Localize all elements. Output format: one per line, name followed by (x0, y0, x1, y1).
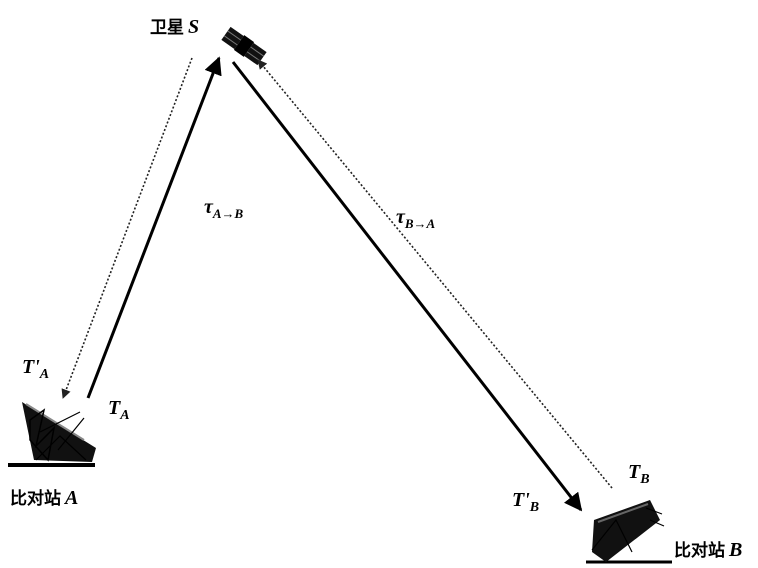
uplink-b-arrow (257, 59, 613, 489)
satellite-label-cn: 卫星 (150, 18, 184, 38)
station-b-receive-time-label: T'B (512, 489, 539, 515)
station-b-tprime-sym: T' (512, 489, 530, 511)
satellite-icon (221, 26, 267, 66)
station-b-t-sym: T (628, 461, 641, 483)
station-b-label-cn: 比对站 (674, 541, 725, 561)
station-a-label-sym: A (65, 487, 79, 509)
uplink-a-arrow (86, 56, 222, 399)
delay-a-to-b-sym: τ (204, 196, 213, 218)
satellite-label-sym: S (188, 16, 200, 38)
delay-a-to-b-label: τA→B (204, 196, 243, 220)
station-a-label: 比对站 A (10, 488, 78, 508)
station-a-t-sym: T (108, 397, 121, 419)
satellite-label: 卫星 S (150, 17, 199, 37)
station-b-t-sub: B (640, 472, 650, 487)
delay-b-to-a-sym: τ (396, 206, 405, 228)
station-b-label-sym: B (729, 539, 743, 561)
station-b-send-time-label: TB (628, 461, 650, 487)
station-a-receive-time-label: T'A (22, 356, 49, 382)
station-b-dish-icon (586, 500, 672, 564)
station-a-dish-icon (8, 402, 96, 467)
delay-a-to-b-sub: A→B (212, 206, 244, 221)
station-b-tprime-sub: B (529, 500, 540, 515)
station-a-send-time-label: TA (108, 397, 130, 423)
downlink-b-arrow (231, 61, 583, 512)
station-b-label: 比对站 B (674, 540, 742, 560)
station-a-t-sub: A (120, 408, 130, 423)
delay-b-to-a-label: τB→A (396, 206, 435, 230)
station-a-tprime-sym: T' (22, 356, 40, 378)
station-a-label-cn: 比对站 (10, 489, 61, 509)
delay-b-to-a-sub: B→A (404, 216, 436, 231)
station-a-tprime-sub: A (39, 367, 50, 382)
downlink-a-arrow (61, 57, 193, 399)
